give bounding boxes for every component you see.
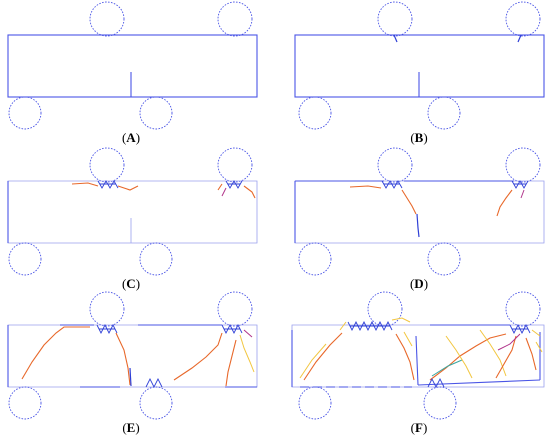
crush-zone-right bbox=[221, 323, 243, 335]
crack-diagonal-mid bbox=[115, 332, 131, 386]
crack-mid-yellow bbox=[403, 331, 413, 347]
crush-zone-left bbox=[381, 180, 403, 189]
loading-roller-left bbox=[89, 1, 125, 37]
crush-zone-bottom bbox=[427, 377, 445, 389]
loading-roller-left bbox=[367, 291, 403, 327]
crack-flexural-mid bbox=[416, 213, 420, 238]
beam-split-edge bbox=[415, 335, 419, 386]
crack-right-yellow bbox=[239, 334, 255, 373]
loading-roller-left bbox=[89, 147, 125, 183]
initial-crack-left bbox=[393, 34, 398, 43]
crack-right-2 bbox=[221, 187, 227, 197]
crush-zone-bottom bbox=[145, 377, 163, 389]
beam-outline bbox=[294, 180, 545, 244]
panel-b: (B) bbox=[294, 1, 545, 145]
crush-spall-yellow bbox=[339, 317, 411, 331]
crack-left bbox=[71, 182, 99, 187]
panel-a: (A) bbox=[7, 1, 258, 145]
crack-diagonal-mid bbox=[395, 333, 415, 381]
loading-roller-left bbox=[89, 291, 125, 327]
crack-right-3 bbox=[497, 333, 521, 351]
crack-right-2 bbox=[225, 339, 237, 387]
crack-diagonal-mid bbox=[401, 189, 417, 215]
loading-roller-left bbox=[377, 1, 413, 37]
support-roller-left bbox=[298, 96, 332, 130]
support-roller-left bbox=[8, 96, 42, 130]
panel-d: (D) bbox=[294, 147, 545, 291]
crack-left-2 bbox=[117, 185, 139, 191]
loading-roller-right bbox=[217, 147, 253, 183]
crack-edge-yellow bbox=[531, 329, 543, 353]
panel-label-d: (D) bbox=[410, 276, 428, 291]
crack-diagonal-right bbox=[429, 333, 507, 381]
support-roller-right bbox=[423, 386, 457, 420]
beam-outline bbox=[7, 34, 258, 98]
loading-roller-right bbox=[217, 1, 253, 37]
crack-diagonal-left bbox=[21, 326, 90, 380]
crack-right-yellow bbox=[445, 329, 507, 379]
crush-zone-left bbox=[96, 323, 118, 335]
support-roller-right bbox=[139, 96, 173, 130]
panel-label-f: (F) bbox=[411, 420, 428, 435]
crush-zone-right bbox=[509, 323, 531, 335]
panel-label-c: (C) bbox=[122, 276, 140, 291]
crack-diagonal-right bbox=[173, 332, 223, 381]
crush-zone-right bbox=[225, 180, 243, 189]
loading-roller-right bbox=[217, 291, 253, 327]
loading-roller-right bbox=[505, 1, 541, 37]
support-roller-right bbox=[139, 386, 173, 420]
crack-right-2 bbox=[495, 335, 537, 379]
support-roller-right bbox=[427, 96, 461, 130]
support-roller-left bbox=[298, 386, 332, 420]
crack-right-2 bbox=[520, 189, 525, 199]
beam-bottom-right bbox=[417, 379, 541, 386]
support-roller-right bbox=[427, 242, 461, 276]
panel-label-a: (A) bbox=[122, 130, 140, 145]
panel-e: (E) bbox=[7, 291, 258, 435]
crack-diagonal-left bbox=[303, 332, 343, 381]
initial-crack-right bbox=[517, 34, 522, 43]
crack-right bbox=[217, 183, 256, 199]
crack-right-3 bbox=[243, 329, 253, 338]
crush-zone-right bbox=[511, 180, 529, 189]
loading-roller-right bbox=[505, 291, 541, 327]
panel-label-e: (E) bbox=[122, 420, 139, 435]
loading-roller-left bbox=[377, 147, 413, 183]
crack-diagonal-left-yellow bbox=[299, 343, 327, 379]
crack-diagonal-right bbox=[496, 189, 513, 217]
beam-outline bbox=[7, 324, 258, 388]
crack-top-left bbox=[349, 185, 382, 189]
panel-f: (F) bbox=[291, 291, 545, 435]
support-roller-left bbox=[298, 242, 332, 276]
support-roller-right bbox=[139, 242, 173, 276]
beam-outline bbox=[7, 180, 258, 244]
loading-roller-right bbox=[505, 147, 541, 183]
support-roller-left bbox=[8, 242, 42, 276]
support-roller-left bbox=[8, 386, 42, 420]
crack-flexural-mid bbox=[129, 367, 132, 387]
crack-right-teal bbox=[431, 359, 463, 377]
panel-c: (C) bbox=[7, 147, 258, 291]
crush-zone-left bbox=[347, 320, 393, 332]
panel-label-b: (B) bbox=[410, 130, 427, 145]
crush-zone-left bbox=[97, 180, 119, 189]
